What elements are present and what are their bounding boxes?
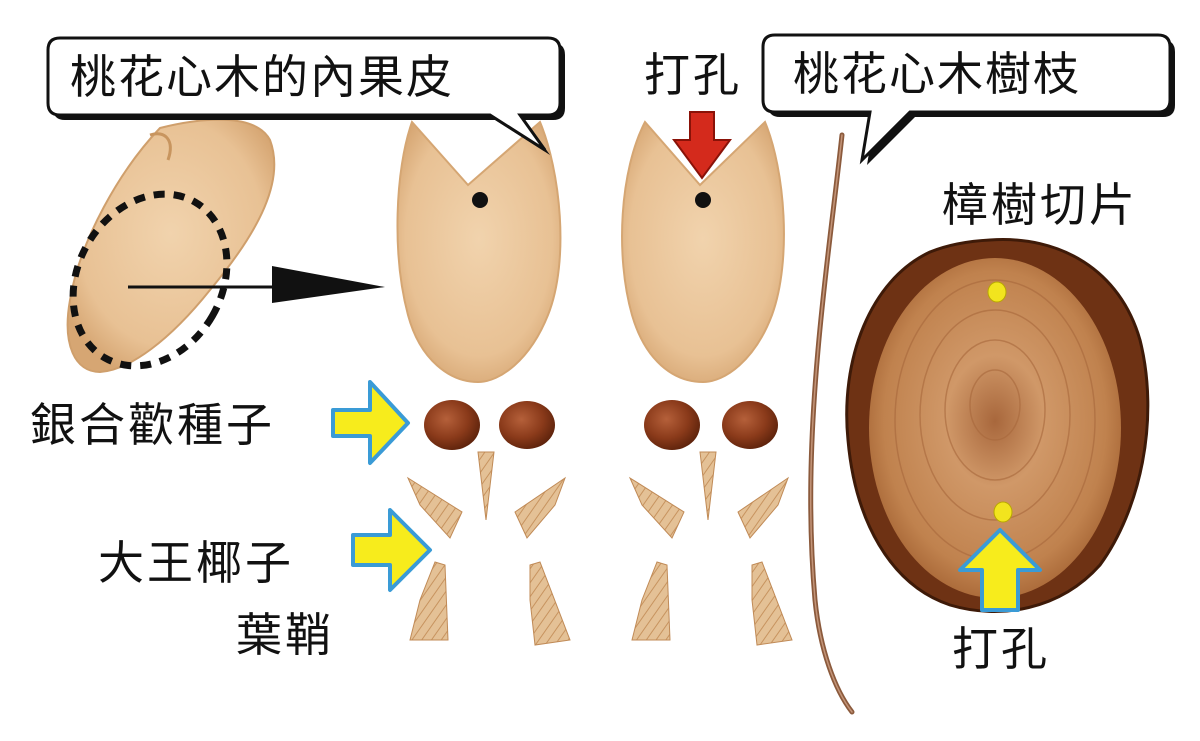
hole-dot (472, 192, 488, 208)
pointer-arrow-icon (128, 266, 385, 303)
red-down-arrow-icon (672, 111, 732, 180)
label-camphor-slice: 樟樹切片 (942, 178, 1138, 232)
label-royal-palm-line1: 大王椰子 (98, 536, 294, 590)
label-drill-hole-bottom: 打孔 (952, 622, 1050, 676)
yellow-up-arrow-icon (958, 528, 1042, 612)
camphor-slice (845, 238, 1150, 614)
callout-bubble-branch (761, 33, 1175, 165)
label-royal-palm-line2: 葉鞘 (236, 608, 334, 662)
hole-marker-bottom (993, 501, 1013, 523)
label-silver-acacia-seed: 銀合歡種子 (30, 398, 275, 452)
label-drill-hole-top: 打孔 (644, 48, 742, 102)
yellow-right-arrow-icon (351, 508, 432, 592)
label-peach-branch: 桃花心木樹枝 (793, 47, 1081, 101)
hole-marker-top (987, 281, 1007, 303)
callout-bubble-endocarp (46, 36, 565, 155)
sheath-pieces-left (406, 451, 571, 646)
seeds (424, 400, 778, 450)
dashed-outline (69, 190, 231, 370)
yellow-right-arrow-icon (331, 380, 410, 465)
hole-dot (695, 192, 711, 208)
sheath-pieces-right (628, 451, 793, 646)
label-peach-endocarp: 桃花心木的內果皮 (70, 50, 454, 104)
endocarp-half-right (621, 120, 785, 384)
whole-endocarp (66, 118, 276, 374)
endocarp-half-left (396, 120, 562, 384)
